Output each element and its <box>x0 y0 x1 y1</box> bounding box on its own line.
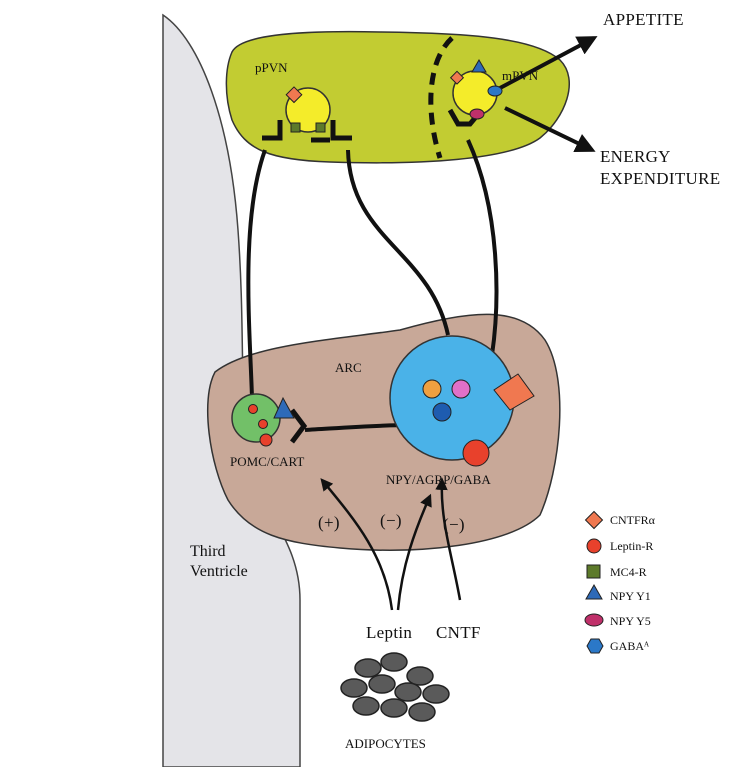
mc4r-receptor-1 <box>291 123 300 132</box>
pvn-region <box>226 32 569 163</box>
legend-icon-cntfr <box>586 512 603 529</box>
leptin-label: Leptin <box>366 623 412 642</box>
pomc-label: POMC/CART <box>230 454 304 469</box>
leptin-r-receptor-npy <box>463 440 489 466</box>
cntf-label: CNTF <box>436 623 481 642</box>
npy-y5-receptor-mpvn <box>470 109 484 119</box>
third-ventricle-label-line1: Third <box>190 543 226 560</box>
mpvn-label: mPVN <box>502 68 539 83</box>
mc4r-receptor-2 <box>316 123 325 132</box>
npy-to-ppvn-axon <box>348 150 448 335</box>
ppvn-label: pPVN <box>255 60 288 75</box>
minus-sign-label-1: (−) <box>380 511 402 530</box>
appetite-label: APPETITE <box>603 10 684 29</box>
legend-icon-gaba <box>587 639 603 653</box>
minus-sign-label-2: (−) <box>443 515 465 534</box>
legend-icon-npy-y1 <box>586 585 602 599</box>
energy-label-line2: EXPENDITURE <box>600 169 720 188</box>
legend-icon-npy-y5 <box>585 614 603 626</box>
legend-label-npy-y1: NPY Y1 <box>610 589 651 603</box>
legend-label-mc4r: MC4-R <box>610 565 647 579</box>
legend-icon-mc4r <box>587 565 600 578</box>
legend-label-gaba: GABAᴬ <box>610 639 650 653</box>
legend-label-cntfr: CNTFRα <box>610 513 656 527</box>
adipocytes-cluster <box>341 653 449 721</box>
npy-label: NPY/AGRP/GABA <box>386 472 491 487</box>
adipocytes-label: ADIPOCYTES <box>345 736 426 751</box>
energy-label-line1: ENERGY <box>600 147 671 166</box>
arc-label: ARC <box>335 360 362 375</box>
legend-label-npy-y5: NPY Y5 <box>610 614 651 628</box>
legend-label-leptin-r: Leptin-R <box>610 539 653 553</box>
legend: CNTFRα Leptin-R MC4-R NPY Y1 NPY Y5 GABA… <box>585 512 656 653</box>
third-ventricle-label-line2: Ventricle <box>190 563 248 580</box>
ppvn-neuron <box>286 87 330 132</box>
gaba-receptor-mpvn <box>488 86 502 96</box>
legend-icon-leptin-r <box>587 539 601 553</box>
plus-sign-label: (+) <box>318 513 340 532</box>
